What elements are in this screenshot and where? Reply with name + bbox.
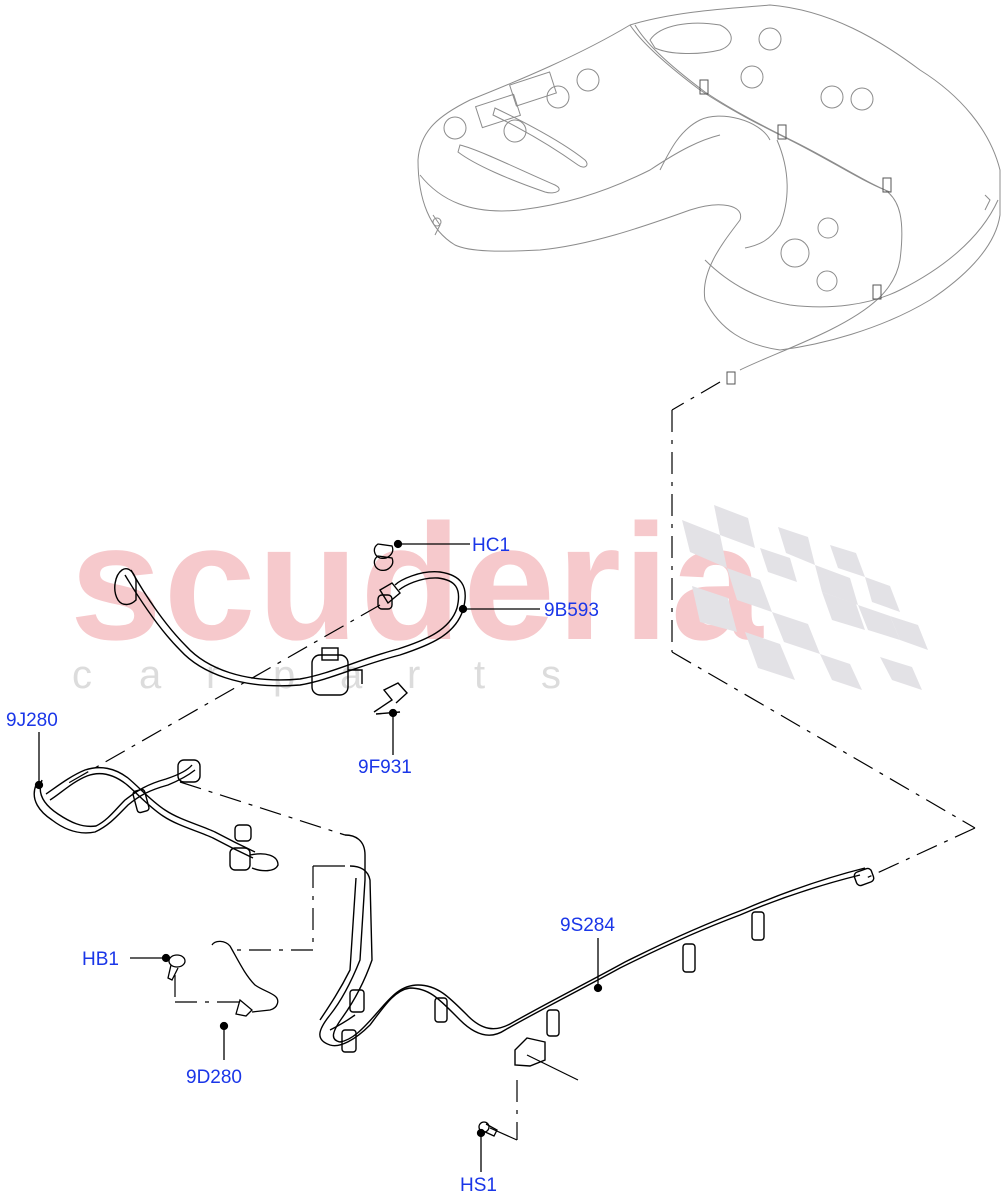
watermark-letter: a xyxy=(340,653,363,697)
fuel-feed-pipe-assembly xyxy=(319,834,875,1067)
callout-9d280[interactable]: 9D280 xyxy=(186,1067,242,1088)
callout-leaders xyxy=(34,539,603,1172)
watermark-letter: s xyxy=(541,653,561,697)
watermark-letter: a xyxy=(139,653,162,697)
fuel-return-hose xyxy=(33,759,279,872)
fuel-tank xyxy=(417,4,1001,371)
canister-bracket xyxy=(373,682,408,715)
callout-9b593[interactable]: 9B593 xyxy=(544,600,599,621)
fuel-damper-hose xyxy=(167,940,279,1017)
watermark-letter: r xyxy=(407,653,421,697)
vapour-hose-canister-assembly xyxy=(114,568,466,696)
watermark-letter: t xyxy=(474,653,486,697)
tank-clips xyxy=(699,79,892,385)
callout-9s284[interactable]: 9S284 xyxy=(560,915,615,936)
callout-hs1[interactable]: HS1 xyxy=(460,1175,497,1196)
callout-hb1[interactable]: HB1 xyxy=(82,949,119,970)
hose-clamp xyxy=(373,543,394,571)
watermark-letter: c xyxy=(72,653,92,697)
callout-hc1[interactable]: HC1 xyxy=(472,535,511,556)
watermark-letter: r xyxy=(206,653,220,697)
checker-flag-icon xyxy=(682,505,928,690)
dash-dot-leaders xyxy=(64,381,976,1140)
watermark-brand: scuderia xyxy=(70,490,765,674)
solid-leaders xyxy=(313,865,579,1141)
callout-9j280[interactable]: 9J280 xyxy=(6,710,58,731)
callout-9f931[interactable]: 9F931 xyxy=(358,757,412,778)
